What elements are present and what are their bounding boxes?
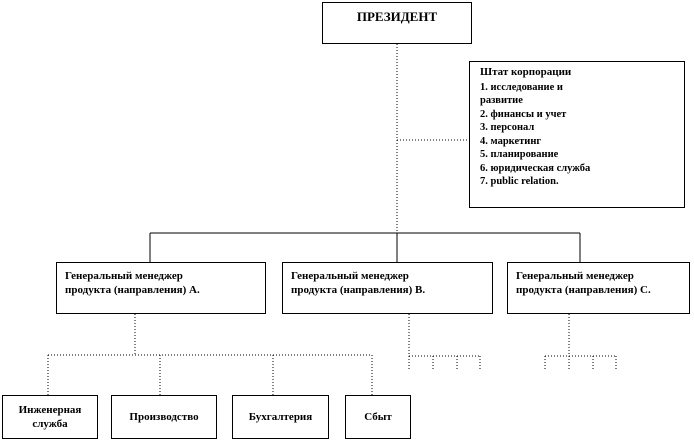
president-label: ПРЕЗИДЕНТ: [356, 9, 438, 24]
manager-b-box: Генеральный менеджер продукта (направлен…: [282, 262, 493, 314]
manager-a-line1: Генеральный менеджер: [65, 270, 183, 282]
manager-b-line1: Генеральный менеджер: [291, 270, 409, 282]
unit-engineering-line1: Инженерная: [18, 404, 82, 416]
staff-item: 5. планирование: [480, 149, 559, 160]
staff-item: 2. финансы и учет: [480, 108, 567, 120]
staff-item: развитие: [480, 95, 523, 106]
staff-item: 6. юридическая служба: [480, 162, 591, 174]
manager-a-line2: продукта (направления) А.: [65, 284, 200, 296]
manager-c-box: Генеральный менеджер продукта (направлен…: [507, 262, 690, 314]
unit-accounting-box: Бухгалтерия: [232, 395, 329, 439]
unit-production-label: Производство: [129, 411, 199, 423]
manager-a-box: Генеральный менеджер продукта (направлен…: [56, 262, 266, 314]
unit-engineering-box: Инженерная служба: [2, 395, 98, 439]
staff-item: 3. персонал: [480, 122, 535, 133]
president-box: ПРЕЗИДЕНТ: [322, 2, 472, 44]
staff-box: Штат корпорации 1. исследование и развит…: [469, 61, 685, 208]
unit-production-box: Производство: [111, 395, 217, 439]
staff-item: 7. public relation.: [480, 176, 559, 187]
unit-sales-label: Сбыт: [364, 411, 392, 423]
unit-sales-box: Сбыт: [345, 395, 411, 439]
manager-b-line2: продукта (направления) В.: [291, 284, 426, 296]
unit-accounting-label: Бухгалтерия: [248, 411, 313, 423]
staff-item: 4. маркетинг: [480, 135, 542, 147]
manager-c-line2: продукта (направления) С.: [516, 284, 651, 296]
staff-item: 1. исследование и: [480, 81, 563, 93]
staff-title: Штат корпорации: [480, 66, 572, 78]
manager-c-line1: Генеральный менеджер: [516, 270, 634, 282]
unit-engineering-line2: служба: [32, 418, 68, 430]
